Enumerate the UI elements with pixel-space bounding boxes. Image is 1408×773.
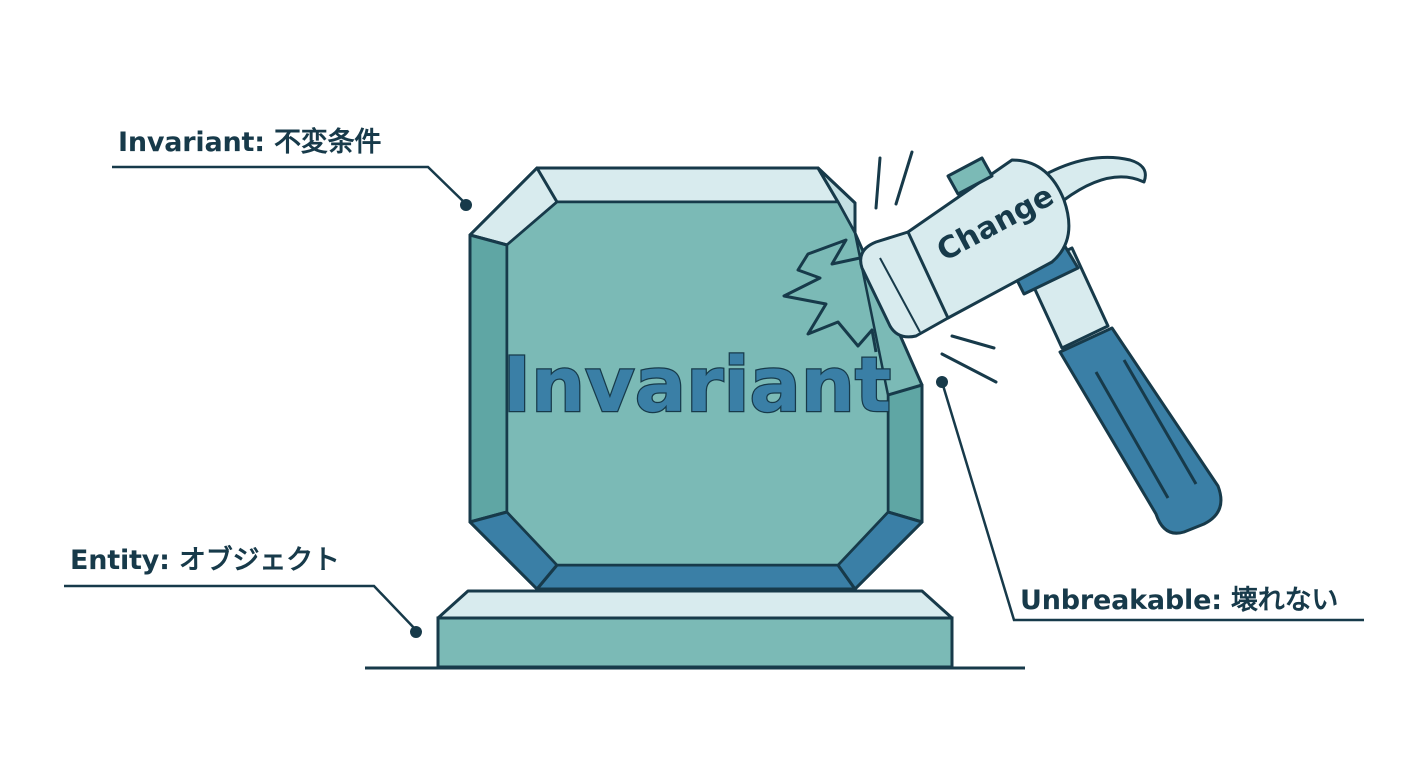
motion-lines-icon (874, 150, 998, 384)
callout-leader-invariant (112, 165, 472, 211)
hammer-icon: Change (859, 155, 1223, 535)
block-engraved-text: Invariant (503, 340, 891, 429)
invariant-block: Invariant (468, 166, 924, 591)
callout-leader-entity (64, 584, 422, 638)
impact-burst-icon (782, 238, 878, 353)
pedestal (436, 589, 954, 669)
callout-invariant-label: Invariant: 不変条件 (118, 127, 382, 158)
callout-leader-unbreakable (936, 376, 1364, 622)
callout-unbreakable-label: Unbreakable: 壊れない (1020, 585, 1339, 616)
callout-entity-label: Entity: オブジェクト (70, 545, 340, 576)
